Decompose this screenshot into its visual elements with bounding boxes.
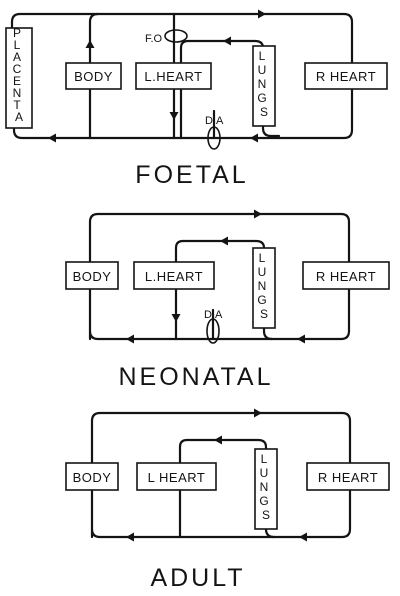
- placenta-letter: A: [13, 50, 21, 64]
- neonatal-lungs-box: [252, 247, 276, 329]
- foetal-lungs-label: L U N G S: [257, 47, 270, 119]
- placenta-letter: N: [13, 86, 22, 100]
- foetal-arrow-body-up: [85, 40, 95, 48]
- adult-left-heart-label: L HEART: [148, 470, 206, 485]
- adult-diagram: BODY L HEART L U N G S R HEART ADULT: [65, 408, 390, 592]
- foetal-left-heart-box: [135, 62, 212, 90]
- lungs-letter: N: [258, 77, 267, 91]
- lungs-letter: U: [258, 265, 267, 279]
- foetal-ductus-label: D.A: [205, 115, 224, 127]
- adult-title: ADULT: [150, 564, 245, 592]
- foetal-body-box: [65, 62, 122, 90]
- neonatal-title: NEONATAL: [118, 363, 273, 391]
- adult-right-heart-box: [306, 462, 390, 491]
- neonatal-right-heart-box: [302, 261, 390, 290]
- foetal-placenta-box: [5, 27, 33, 129]
- lungs-letter: L: [259, 251, 266, 265]
- neonatal-arrow-left-heart-down: [171, 314, 181, 322]
- placenta-letter: A: [15, 110, 23, 124]
- foetal-lungs-box: [252, 45, 276, 127]
- lungs-letter: S: [262, 508, 270, 522]
- placenta-letter: E: [13, 74, 21, 88]
- neonatal-left-heart-box: [133, 261, 215, 290]
- foetal-arrow-top-right: [258, 9, 266, 19]
- foetal-left-heart-label: L.HEART: [144, 69, 202, 84]
- neonatal-arrow-top-right: [254, 209, 262, 219]
- lungs-letter: S: [260, 307, 268, 321]
- foetal-foramen-ovale-ring: [164, 29, 188, 43]
- adult-arrow-bottom-right: [299, 532, 307, 542]
- foetal-ductus-ring: [207, 126, 221, 150]
- lungs-letter: L: [261, 452, 268, 466]
- foetal-title: FOETAL: [135, 161, 248, 189]
- lungs-letter: N: [260, 480, 269, 494]
- neonatal-outer-loop: [88, 212, 351, 341]
- foetal-arrow-left-heart-down: [169, 112, 179, 120]
- adult-left-heart-vessel: [178, 438, 189, 539]
- neonatal-ductus-ring: [206, 318, 220, 344]
- neonatal-left-heart-label: L.HEART: [145, 269, 203, 284]
- placenta-letter: P: [13, 26, 21, 40]
- lungs-letter: G: [257, 91, 266, 105]
- foetal-placenta-label: P L A C E N T A: [13, 24, 26, 124]
- neonatal-diagram: BODY L.HEART L U N G S R HEART D.A NEONA…: [65, 209, 390, 391]
- foetal-right-heart-label: R HEART: [316, 69, 376, 84]
- neonatal-body-label: BODY: [73, 269, 112, 284]
- foetal-right-heart-box: [304, 62, 388, 90]
- lungs-letter: G: [257, 293, 266, 307]
- lungs-letter: G: [259, 494, 268, 508]
- foetal-arrow-bottom-middle: [250, 133, 258, 143]
- adult-body-box: [65, 462, 119, 491]
- lungs-letter: L: [259, 49, 266, 63]
- foetal-pulmonary-loop: [179, 39, 281, 140]
- foetal-arrow-pulmonary-left: [223, 36, 231, 46]
- adult-pulmonary-loop: [185, 438, 276, 539]
- lungs-letter: N: [258, 279, 267, 293]
- neonatal-arrow-bottom-right: [297, 334, 305, 344]
- neonatal-right-heart-label: R HEART: [316, 269, 376, 284]
- foetal-foramen-ovale-label: F.O: [145, 33, 163, 45]
- foetal-arrow-bottom-left: [48, 133, 56, 143]
- neonatal-body-box: [65, 261, 119, 290]
- lungs-letter: U: [260, 466, 269, 480]
- foetal-diagram: P L A C E N T A BODY L.HEART L U N G S R…: [5, 9, 388, 189]
- placenta-letter: T: [13, 98, 21, 112]
- placenta-letter: C: [13, 62, 22, 76]
- foetal-body-label: BODY: [74, 69, 113, 84]
- placenta-letter: L: [14, 38, 21, 52]
- neonatal-arrow-pulmonary-left: [220, 236, 228, 246]
- adult-right-heart-label: R HEART: [318, 470, 378, 485]
- foetal-body-vessel: [88, 12, 100, 140]
- neonatal-ductus-label: D.A: [204, 309, 223, 321]
- neonatal-lungs-label: L U N G S: [257, 249, 270, 321]
- neonatal-arrow-bottom-left: [126, 334, 134, 344]
- lungs-letter: U: [258, 63, 267, 77]
- lungs-letter: S: [260, 105, 268, 119]
- adult-lungs-label: L U N G S: [259, 450, 272, 522]
- adult-lungs-box: [254, 448, 278, 530]
- adult-arrow-pulmonary-left: [214, 435, 222, 445]
- adult-left-heart-box: [136, 462, 217, 491]
- adult-outer-loop: [90, 411, 352, 539]
- adult-body-label: BODY: [73, 470, 112, 485]
- adult-arrow-top-right: [254, 408, 262, 418]
- neonatal-left-heart-vessel: [174, 239, 185, 341]
- adult-arrow-bottom-left: [126, 532, 134, 542]
